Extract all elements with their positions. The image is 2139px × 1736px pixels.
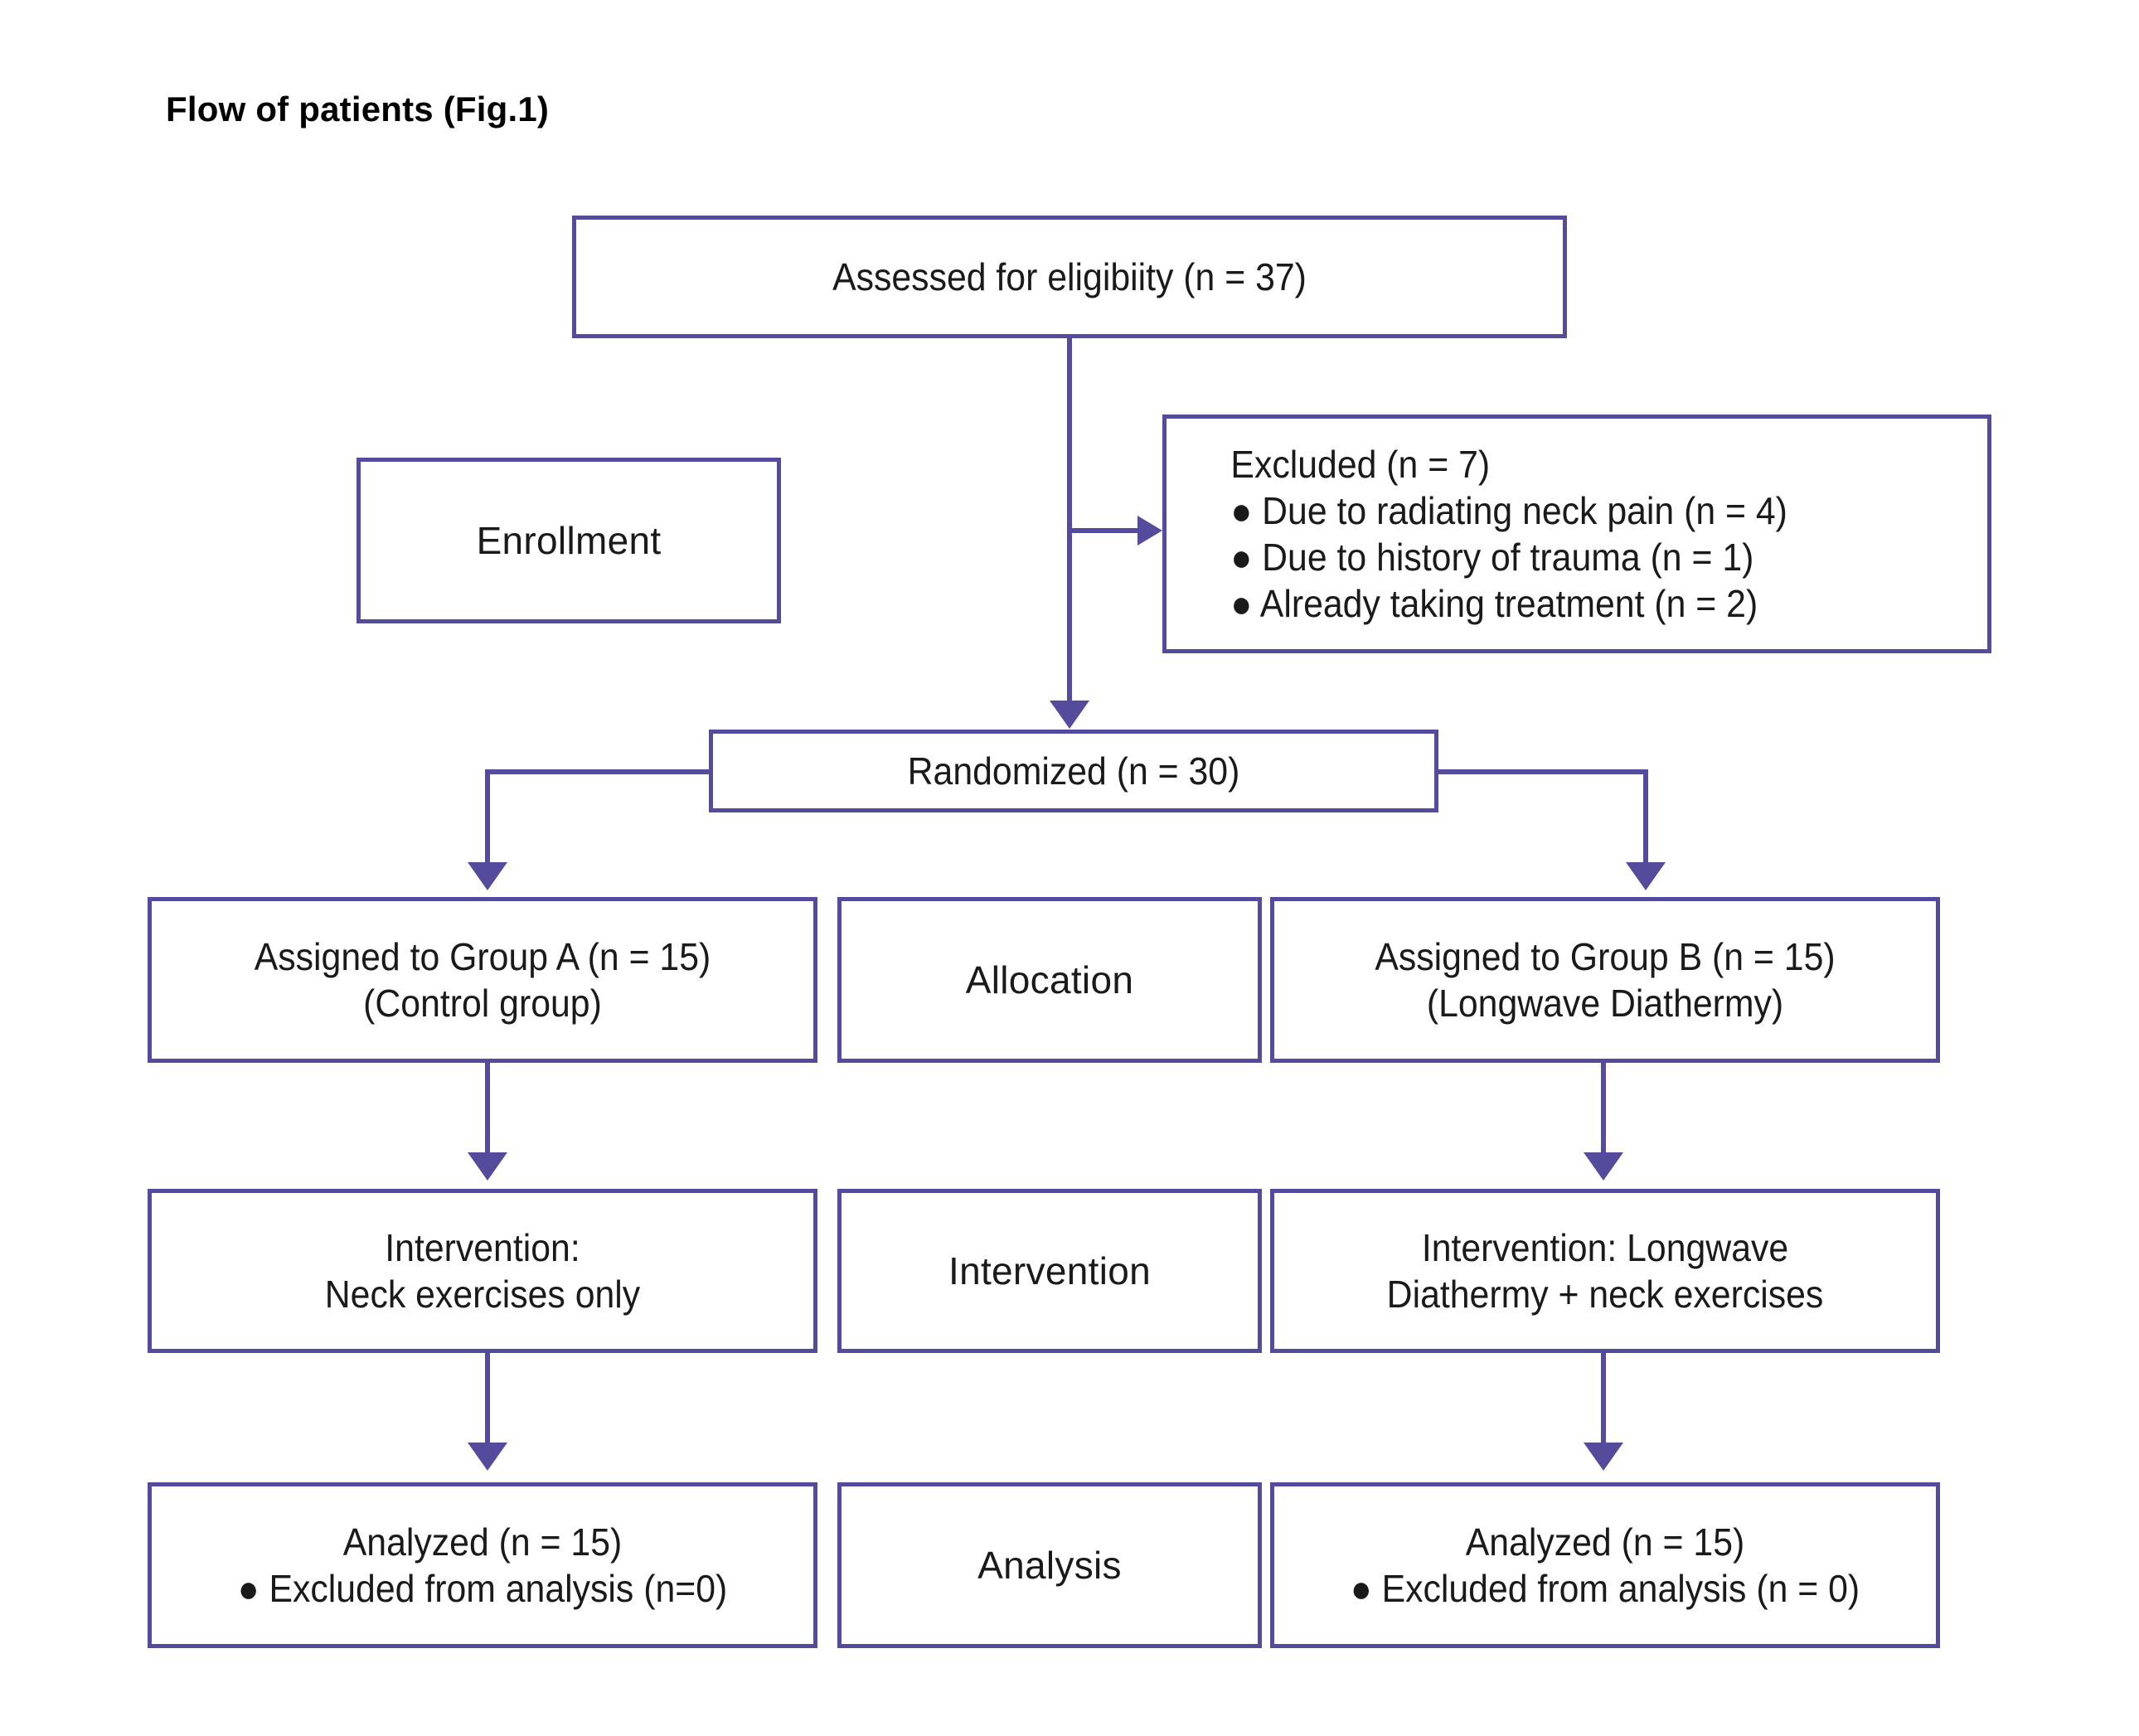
node-group-b-line2: (Longwave Diathermy) [1426,982,1784,1025]
node-stage-analysis: Analysis [837,1482,1262,1648]
arrowhead-group-a [468,862,507,890]
arrowhead-randomized [1050,701,1089,729]
connector-randomized-left-h [485,769,713,774]
node-intervention-a-text: Intervention: Neck exercises only [175,1224,790,1317]
node-stage-enrollment: Enrollment [356,458,781,623]
node-group-a: Assigned to Group A (n = 15) (Control gr… [148,897,817,1063]
node-analysis-b-line2: ● Excluded from analysis (n = 0) [1350,1567,1860,1610]
connector-randomized-right-h [1434,769,1648,774]
node-group-a-text: Assigned to Group A (n = 15) (Control gr… [175,933,790,1026]
node-intervention-a-line1: Intervention: [385,1225,580,1269]
arrowhead-intervention-b [1584,1152,1623,1181]
node-group-b-text: Assigned to Group B (n = 15) (Longwave D… [1297,933,1913,1026]
arrowhead-analysis-b [1584,1443,1623,1471]
node-randomized: Randomized (n = 30) [709,730,1438,812]
connector-randomized-left-v [485,769,490,867]
node-enrollment-label: Enrollment [476,518,662,562]
node-analysis-a: Analyzed (n = 15) ● Excluded from analys… [148,1482,817,1648]
node-excluded-heading: Excluded (n = 7) [1230,442,1491,486]
node-analysis-b: Analyzed (n = 15) ● Excluded from analys… [1270,1482,1940,1648]
node-excluded: Excluded (n = 7) ● Due to radiating neck… [1162,415,1991,653]
connector-assessed-to-excluded [1070,528,1140,533]
node-analysis-label: Analysis [977,1543,1122,1587]
connector-group-b-to-intervention-b [1601,1063,1606,1156]
node-analysis-b-text: Analyzed (n = 15) ● Excluded from analys… [1297,1519,1913,1612]
node-group-b-line1: Assigned to Group B (n = 15) [1375,934,1836,978]
node-excluded-item-2: ● Already taking treatment (n = 2) [1230,582,1758,626]
node-intervention-a-line2: Neck exercises only [324,1273,641,1316]
connector-randomized-right-v [1643,769,1648,867]
node-intervention-b-text: Intervention: Longwave Diathermy + neck … [1297,1224,1913,1317]
arrowhead-excluded [1137,516,1162,546]
node-randomized-label: Randomized (n = 30) [907,749,1240,793]
connector-intervention-b-to-analysis-b [1601,1353,1606,1446]
page-title: Flow of patients (Fig.1) [166,90,550,129]
connector-group-a-to-intervention-a [485,1063,490,1156]
node-group-a-line1: Assigned to Group A (n = 15) [254,934,711,978]
arrowhead-intervention-a [468,1152,507,1181]
connector-intervention-a-to-analysis-a [485,1353,490,1446]
node-group-a-line2: (Control group) [363,982,602,1025]
arrowhead-analysis-a [468,1443,507,1471]
node-analysis-a-text: Analyzed (n = 15) ● Excluded from analys… [175,1519,790,1612]
node-excluded-item-1: ● Due to history of trauma (n = 1) [1230,536,1754,579]
node-excluded-text: Excluded (n = 7) ● Due to radiating neck… [1196,441,1959,627]
node-intervention-b-line1: Intervention: Longwave [1421,1225,1789,1269]
node-stage-intervention: Intervention [837,1189,1262,1353]
node-assessed-for-eligibility: Assessed for eligibiity (n = 37) [572,216,1567,338]
node-allocation-label: Allocation [965,958,1134,1001]
node-stage-allocation: Allocation [837,897,1262,1063]
arrowhead-group-b [1626,862,1666,890]
node-intervention-a: Intervention: Neck exercises only [148,1189,817,1353]
node-intervention-b-line2: Diathermy + neck exercises [1386,1273,1824,1316]
node-intervention-b: Intervention: Longwave Diathermy + neck … [1270,1189,1940,1353]
node-assessed-label: Assessed for eligibiity (n = 37) [832,255,1307,298]
node-group-b: Assigned to Group B (n = 15) (Longwave D… [1270,897,1940,1063]
node-analysis-b-line1: Analyzed (n = 15) [1465,1520,1745,1564]
node-excluded-item-0: ● Due to radiating neck pain (n = 4) [1230,488,1787,532]
node-analysis-a-line2: ● Excluded from analysis (n=0) [237,1567,728,1610]
node-intervention-label: Intervention [948,1249,1151,1292]
node-analysis-a-line1: Analyzed (n = 15) [342,1520,623,1564]
